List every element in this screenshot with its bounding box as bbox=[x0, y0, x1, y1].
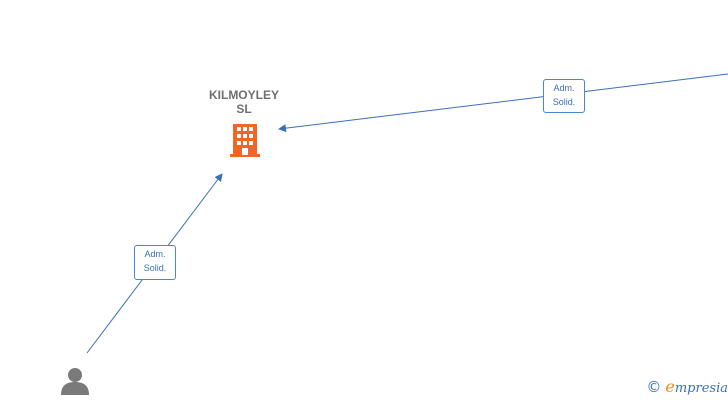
person-icon[interactable] bbox=[61, 368, 89, 395]
relation-role-type: Solid. bbox=[143, 263, 167, 273]
company-name-line1: KILMOYLEY bbox=[208, 88, 279, 102]
relation-role-type: Solid. bbox=[552, 97, 576, 107]
watermark-rest: mpresia bbox=[674, 381, 728, 396]
relation-role: Adm. bbox=[144, 249, 166, 259]
empresia-watermark: ©empresia bbox=[646, 377, 728, 396]
company-name[interactable]: KILMOYLEY SL bbox=[193, 88, 295, 116]
building-icon[interactable] bbox=[230, 124, 260, 157]
copyright-icon: © bbox=[646, 378, 662, 396]
edge-external-to-company bbox=[278, 73, 728, 133]
watermark-first-letter: e bbox=[665, 377, 675, 396]
relation-label-person: Adm. Solid. bbox=[134, 245, 176, 280]
relation-role: Adm. bbox=[553, 83, 575, 93]
relation-label-external: Adm. Solid. bbox=[543, 79, 585, 113]
company-name-line2: SL bbox=[236, 102, 252, 116]
